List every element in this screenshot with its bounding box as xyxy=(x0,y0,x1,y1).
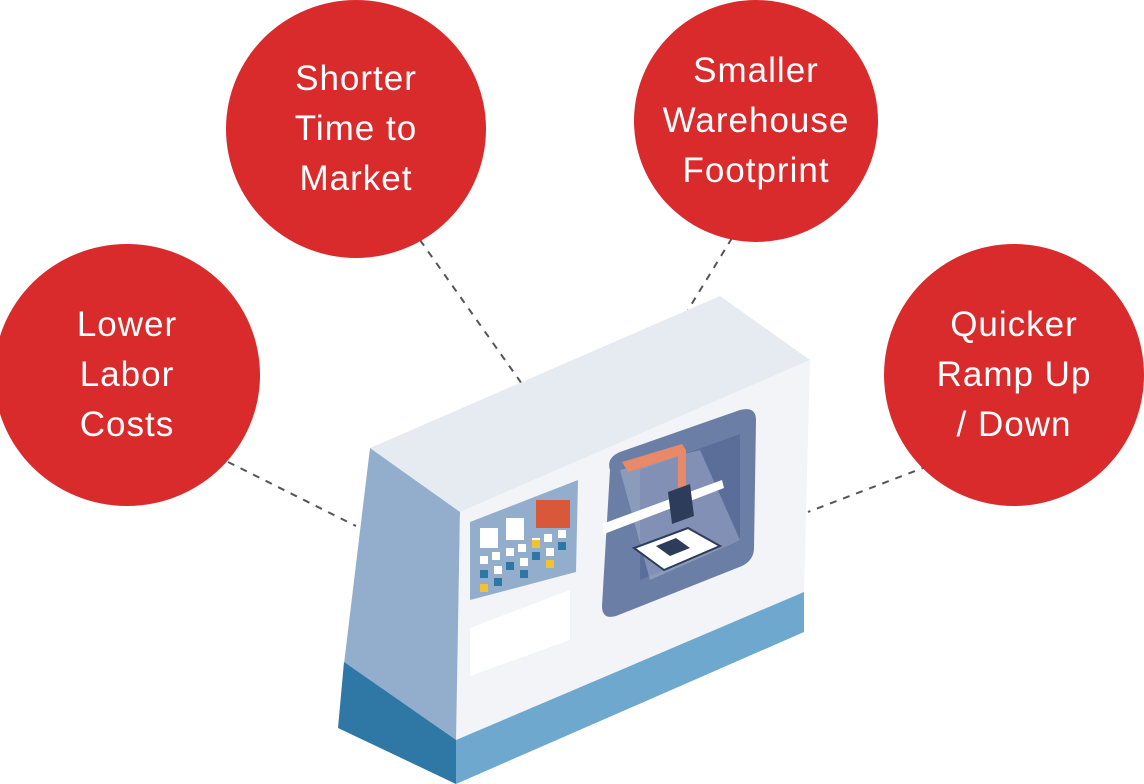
connector-labor xyxy=(227,461,357,527)
connector-lines xyxy=(227,237,929,527)
machine-body xyxy=(338,296,810,784)
print-head xyxy=(668,484,694,524)
robot-arm xyxy=(622,444,686,490)
benefit-shorter-time-to-market: Shorter Time to Market xyxy=(226,0,486,258)
benefit-label: Smaller Warehouse Footprint xyxy=(662,51,850,190)
control-panel xyxy=(470,480,578,600)
benefit-label: Lower Labor Costs xyxy=(76,305,178,444)
connector-ramp xyxy=(807,465,929,513)
benefit-label: Quicker Ramp Up / Down xyxy=(936,305,1092,444)
benefit-lower-labor-costs: Lower Labor Costs xyxy=(0,244,260,506)
connector-storage xyxy=(687,237,733,311)
display-slot xyxy=(470,590,570,676)
machine-top-face xyxy=(370,296,810,512)
benefit-label: Shorter Time to Market xyxy=(294,59,418,198)
gantry-rail xyxy=(602,480,724,534)
benefit-smaller-warehouse-footprint: Smaller Warehouse Footprint xyxy=(634,0,878,242)
benefit-quicker-ramp-up-down: Quicker Ramp Up / Down xyxy=(884,244,1144,506)
machine-left-base xyxy=(338,662,456,784)
machine-window xyxy=(602,409,756,617)
machine-front-base xyxy=(456,592,804,784)
connector-time xyxy=(419,239,523,385)
